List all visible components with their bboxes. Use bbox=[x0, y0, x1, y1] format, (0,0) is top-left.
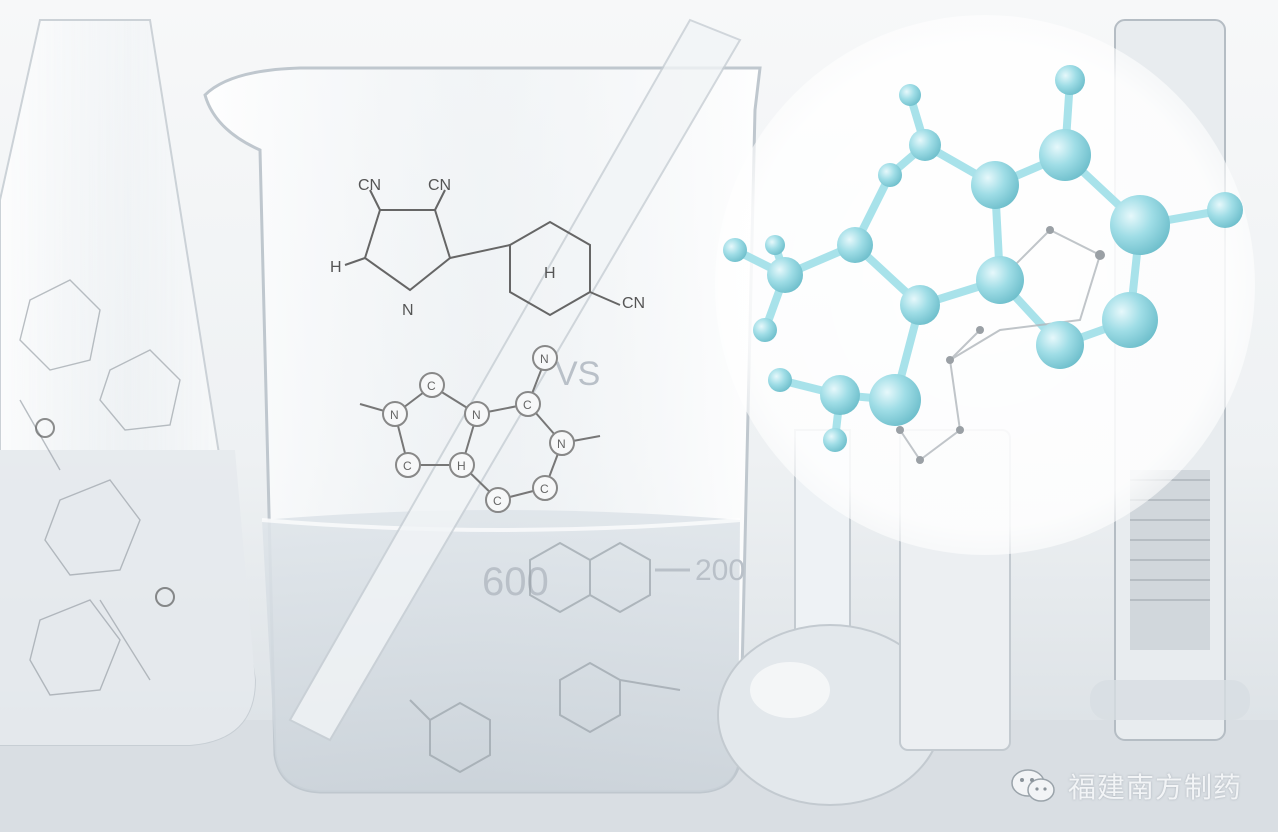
purine-atom-3: N bbox=[390, 408, 399, 422]
label-cn-right: CN bbox=[428, 177, 451, 194]
erlenmeyer-flask-left bbox=[0, 19, 257, 746]
wechat-icon bbox=[1011, 769, 1055, 802]
label-h-ring: H bbox=[544, 265, 556, 282]
glass-stirring-rod bbox=[288, 18, 742, 742]
beaker-mark-200: 200 bbox=[695, 554, 745, 587]
purine-atom-5: N bbox=[472, 408, 481, 422]
chemical-structure-purine: N C N C N N C H C C bbox=[359, 345, 601, 513]
chemical-structure-bottom bbox=[409, 541, 681, 774]
purine-atom-7: C bbox=[403, 459, 412, 473]
purine-atom-6: N bbox=[557, 437, 566, 451]
purine-atom-2: C bbox=[427, 379, 436, 393]
label-cn-ring: CN bbox=[622, 295, 645, 312]
chemical-structure-top bbox=[344, 189, 621, 317]
purine-atom-8: H bbox=[457, 459, 466, 473]
purine-atom-1: N bbox=[540, 352, 549, 366]
watermark-text: 福建南方制药 bbox=[1067, 771, 1242, 804]
chemical-labels-top: CN CN H N H CN bbox=[330, 177, 645, 319]
watermark: 福建南方制药 bbox=[1010, 766, 1242, 806]
molecule-circle bbox=[715, 15, 1255, 555]
beaker-mark-600: 600 bbox=[482, 560, 549, 604]
label-n: N bbox=[402, 302, 414, 319]
purine-atom-4: C bbox=[523, 398, 532, 412]
purine-atom-10: C bbox=[540, 482, 549, 496]
label-h-left: H bbox=[330, 259, 342, 276]
beaker-mark-vs: VS bbox=[555, 355, 600, 393]
round-bottom-flask bbox=[717, 429, 943, 806]
label-cn-left: CN bbox=[358, 177, 381, 194]
purine-atom-9: C bbox=[493, 494, 502, 508]
